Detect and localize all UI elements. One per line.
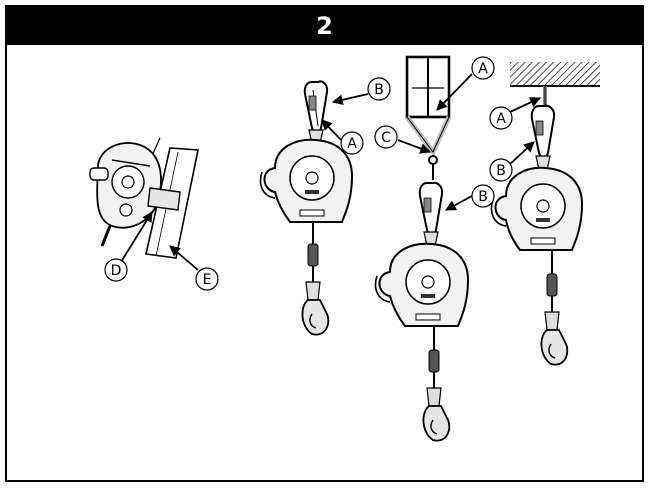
svg-text:B: B: [496, 163, 506, 179]
callout-b3: B: [489, 158, 513, 182]
device-3: [490, 104, 584, 366]
svg-text:A: A: [347, 136, 357, 152]
beam-mounted-device: [89, 137, 199, 259]
svg-text:C: C: [381, 130, 391, 146]
callout-b2: B: [471, 184, 495, 208]
anchor-bracket: [404, 55, 452, 180]
device-1: [259, 80, 354, 336]
callout-c: C: [374, 125, 398, 149]
svg-text:E: E: [203, 272, 212, 288]
device-2: [374, 181, 470, 442]
callout-a3: A: [489, 106, 513, 130]
callout-d: D: [104, 258, 128, 282]
step-number: 2: [316, 12, 333, 40]
svg-text:B: B: [374, 82, 384, 98]
callout-arrows: [120, 73, 541, 271]
callout-a1: A: [340, 131, 364, 155]
svg-text:A: A: [496, 111, 506, 127]
svg-text:A: A: [478, 61, 488, 77]
ceiling-anchor: [510, 62, 600, 106]
step-header: 2: [7, 7, 642, 45]
svg-text:B: B: [478, 189, 488, 205]
callout-e: E: [195, 267, 219, 291]
callout-a2: A: [471, 56, 495, 80]
callout-b1: B: [367, 77, 391, 101]
svg-text:D: D: [111, 263, 122, 279]
